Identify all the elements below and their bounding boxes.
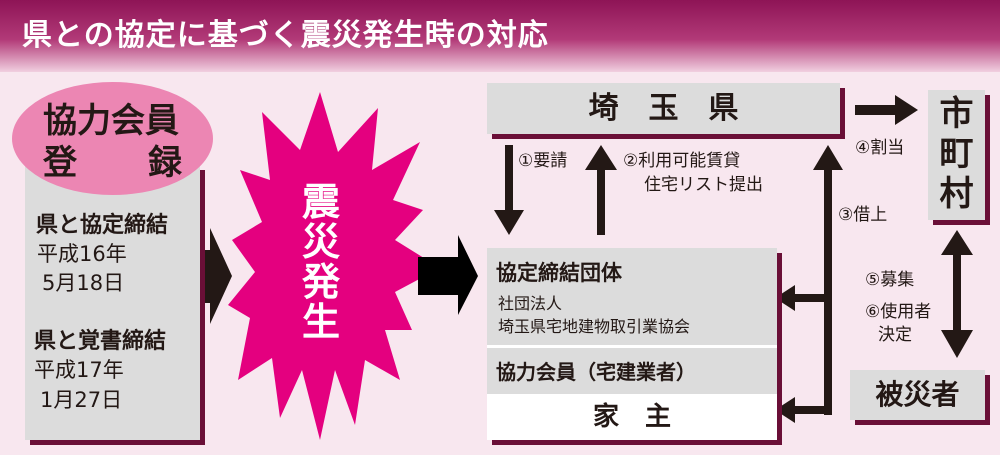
step3-lease: ③借上 — [838, 205, 888, 225]
step1-request: ①要請 — [518, 151, 568, 171]
victims-box: 被災者 — [850, 370, 985, 420]
arrow-to-org — [775, 285, 828, 311]
step2-line2: 住宅リスト提出 — [644, 175, 763, 195]
arrow-disaster-to-org — [418, 235, 478, 315]
agreement2-date1: 平成17年 — [34, 358, 124, 382]
step4-allocate: ④割当 — [855, 138, 905, 158]
arrow-to-landlord — [775, 397, 828, 423]
disaster-char: 災 — [302, 220, 341, 264]
badge-line2b: 録 — [148, 143, 182, 183]
arrow-list-up — [585, 145, 617, 235]
step2-line1: ②利用可能賃貸 — [623, 151, 741, 171]
arrow-municipality-victims — [941, 230, 973, 358]
agreement-panel — [25, 165, 200, 440]
agreement1-title: 県と協定締結 — [36, 213, 169, 238]
disaster-char: 発 — [302, 260, 341, 304]
step6-line1: ⑥使用者 — [865, 302, 932, 322]
municipality-char: 村 — [939, 174, 974, 214]
disaster-char: 生 — [302, 300, 341, 344]
page-title: 県との協定に基づく震災発生時の対応 — [22, 18, 549, 53]
member-registration-badge — [12, 82, 213, 195]
arrow-lease-up — [813, 145, 843, 415]
municipality-char: 市 — [939, 94, 974, 134]
title-bar — [0, 0, 1000, 72]
step6-line2: 決定 — [878, 325, 912, 345]
agreement2-date2: 1月27日 — [40, 388, 123, 412]
members-label: 協力会員（宅建業者） — [496, 360, 696, 384]
step5-recruit: ⑤募集 — [865, 270, 915, 290]
org-line2: 埼玉県宅地建物取引業協会 — [498, 317, 691, 336]
disaster-char: 震 — [302, 180, 341, 224]
org-line1: 社団法人 — [498, 294, 563, 313]
divider — [487, 345, 777, 348]
landlord-box: 家 主 — [487, 394, 777, 440]
arrow-request-down — [494, 145, 524, 235]
prefecture-box: 埼 玉 県 — [487, 83, 840, 134]
municipality-char: 町 — [939, 134, 974, 174]
agreement1-date1: 平成16年 — [37, 242, 127, 266]
badge-line2a: 登 — [43, 143, 77, 183]
disaster-label: 震災発生 — [302, 182, 342, 342]
arrow-allocate — [855, 95, 918, 125]
disaster-starburst — [228, 92, 440, 440]
agreement1-date2: 5月18日 — [42, 271, 125, 295]
badge-line1: 協力会員 — [43, 101, 179, 141]
municipality-box: 市町村 — [928, 90, 985, 220]
agreement2-title: 県と覚書締結 — [34, 329, 167, 354]
org-title: 協定締結団体 — [496, 261, 622, 285]
